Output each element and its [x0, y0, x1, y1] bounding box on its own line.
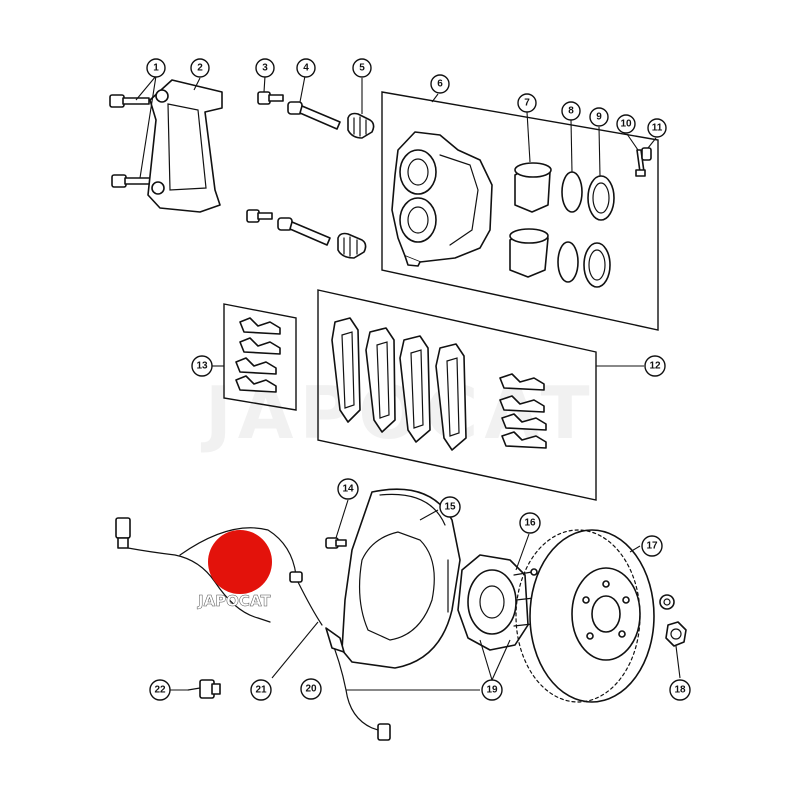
callout-label: 16 — [524, 518, 536, 529]
brake-caliper-housing — [391, 131, 493, 267]
hub-nut — [665, 621, 687, 647]
bleeder-cap — [641, 147, 652, 161]
callout-18: 18 — [669, 679, 691, 701]
callout-3: 3 — [255, 58, 275, 78]
callout-label: 12 — [649, 361, 661, 372]
callout-11: 11 — [647, 118, 667, 138]
caliper-piston-upper — [514, 162, 552, 213]
callout-label: 1 — [153, 63, 159, 74]
guide-pin-bolt-upper — [257, 91, 284, 105]
callout-label: 2 — [197, 63, 203, 74]
callout-4: 4 — [296, 58, 316, 78]
callout-5: 5 — [352, 58, 372, 78]
leader-lines — [135, 75, 681, 691]
callout-label: 11 — [652, 123, 663, 134]
callout-label: 20 — [305, 684, 317, 695]
logo-text: JAPOCAT — [197, 592, 271, 610]
caliper-kit-box — [381, 91, 659, 331]
callout-label: 14 — [342, 484, 354, 495]
callout-label: 15 — [444, 502, 456, 513]
pad-clip-set-box — [499, 373, 547, 449]
caliper-adapter-bracket — [147, 79, 223, 213]
callout-10: 10 — [616, 114, 636, 134]
brake-pad-1 — [331, 317, 361, 423]
callout-7: 7 — [517, 93, 537, 113]
piston-dust-boot-upper — [587, 175, 615, 221]
callout-label: 19 — [486, 685, 498, 696]
guide-pin-upper — [287, 101, 341, 130]
callout-22: 22 — [149, 679, 171, 701]
callout-label: 21 — [255, 685, 267, 696]
guide-pin-boot-lower — [337, 232, 367, 259]
splash-shield-bolt — [325, 537, 347, 549]
callout-8: 8 — [561, 101, 581, 121]
callout-16: 16 — [519, 512, 541, 534]
hub-bearing-assembly — [457, 554, 540, 651]
japocat-logo: JAPOCAT — [197, 530, 272, 610]
brake-pad-2 — [365, 327, 396, 433]
callout-label: 7 — [524, 98, 530, 109]
callout-19: 19 — [481, 679, 503, 701]
callout-9: 9 — [589, 107, 609, 127]
guide-pin-bolt-lower — [246, 209, 273, 223]
pad-clip-kit-box — [223, 303, 297, 411]
callout-label: 17 — [646, 541, 658, 552]
piston-dust-boot-lower — [583, 242, 611, 288]
callout-label: 10 — [620, 119, 632, 130]
brake-pad-4 — [435, 343, 467, 451]
callout-label: 18 — [674, 685, 686, 696]
bleeder-screw — [635, 149, 646, 177]
callout-12: 12 — [644, 355, 666, 377]
callout-label: 6 — [437, 79, 443, 90]
wheel-speed-sensor-harness — [115, 517, 323, 626]
piston-seal-lower — [557, 241, 579, 283]
hub-nut-washer — [659, 594, 675, 610]
caliper-bolt-lower — [111, 174, 152, 188]
guide-pin-boot-upper — [347, 112, 375, 139]
callout-2: 2 — [190, 58, 210, 78]
brake-pad-3 — [399, 335, 431, 443]
callout-label: 3 — [262, 63, 268, 74]
brake-splash-shield — [341, 488, 461, 669]
callout-label: 8 — [568, 106, 574, 117]
callout-label: 4 — [303, 63, 309, 74]
pad-clip-set — [235, 317, 281, 393]
brake-rotor — [515, 529, 655, 703]
guide-pin-lower — [277, 217, 331, 246]
callout-21: 21 — [250, 679, 272, 701]
callout-label: 22 — [154, 685, 166, 696]
callout-label: 5 — [359, 63, 365, 74]
callout-13: 13 — [191, 355, 213, 377]
callout-14: 14 — [337, 478, 359, 500]
callout-6: 6 — [430, 74, 450, 94]
sensor-mounting-clip — [187, 679, 221, 699]
caliper-bolt-upper — [109, 94, 150, 108]
brake-pad-kit-box — [317, 289, 597, 501]
caliper-piston-lower — [509, 228, 549, 278]
callout-label: 9 — [596, 112, 602, 123]
logo-circle — [208, 530, 272, 594]
callout-1: 1 — [146, 58, 166, 78]
callout-20: 20 — [300, 678, 322, 700]
callout-17: 17 — [641, 535, 663, 557]
callout-label: 13 — [196, 361, 208, 372]
piston-seal-upper — [561, 171, 583, 213]
callout-15: 15 — [439, 496, 461, 518]
